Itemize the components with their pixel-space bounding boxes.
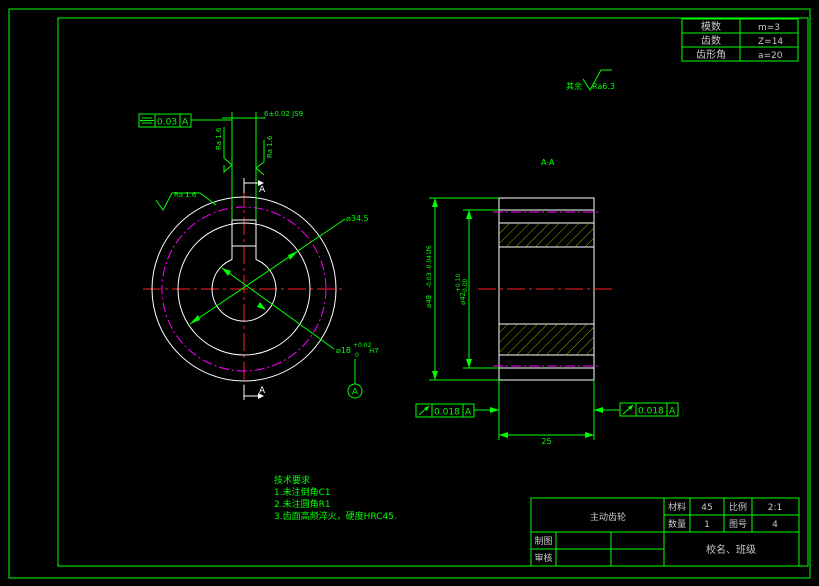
keyway-roughness-right: Ra 1.6 bbox=[255, 135, 274, 176]
inner-frame bbox=[57, 17, 809, 567]
drawing-no-label: 图号 bbox=[729, 519, 747, 530]
tech-req-item-2: 3.齿面高频淬火，硬度HRC45. bbox=[274, 510, 397, 522]
bore-tol-lower: 0 bbox=[355, 352, 359, 359]
outer-roughness: Ra 1.6 bbox=[155, 191, 217, 211]
param-label-1: 齿数 bbox=[701, 34, 721, 47]
param-value-0: m=3 bbox=[758, 23, 780, 33]
param-label-0: 模数 bbox=[701, 20, 721, 33]
section-mark-top: A bbox=[243, 178, 266, 195]
svg-text:A: A bbox=[259, 185, 266, 195]
runout-tolerance-left: 0.018 A bbox=[415, 403, 499, 418]
material-value: 45 bbox=[701, 503, 712, 513]
hatch-top bbox=[499, 223, 594, 247]
runout-tolerance-right: 0.018 A bbox=[594, 402, 679, 417]
svg-text:0.018: 0.018 bbox=[434, 408, 460, 418]
keyway bbox=[231, 219, 257, 260]
material-label: 材料 bbox=[668, 501, 686, 513]
bore-tol-upper: +0.02 bbox=[353, 342, 372, 349]
section-dia-outer: ⌀48 bbox=[425, 295, 433, 308]
outer-frame bbox=[8, 8, 811, 579]
section-label: A-A bbox=[541, 158, 555, 167]
bore-circle bbox=[211, 259, 277, 322]
svg-text:Ra 1.6: Ra 1.6 bbox=[174, 191, 197, 199]
section-dia-inner-tol-lower: 0.00 bbox=[462, 278, 469, 292]
technical-requirements: 技术要求 1.未注倒角C1 2.未注圆角R1 3.齿面高频淬火，硬度HRC45. bbox=[274, 474, 397, 522]
scale-value: 2:1 bbox=[768, 503, 782, 513]
pitch-circle bbox=[161, 206, 327, 372]
svg-text:Ra 1.6: Ra 1.6 bbox=[215, 127, 223, 150]
hub-circle bbox=[177, 222, 311, 356]
svg-text:Ra 1.6: Ra 1.6 bbox=[266, 135, 274, 158]
part-name: 主动齿轮 bbox=[590, 511, 626, 523]
keyway-dim: 6±0.02 JS9 bbox=[264, 110, 303, 118]
roughness-symbol-icon bbox=[582, 69, 612, 91]
tech-req-item-1: 2.未注圆角R1 bbox=[274, 498, 331, 510]
datum-label: A bbox=[352, 388, 359, 398]
roughness-value: Ra6.3 bbox=[592, 82, 615, 91]
param-label-2: 齿形角 bbox=[696, 49, 726, 61]
scale-label: 比例 bbox=[729, 501, 747, 513]
svg-text:A: A bbox=[669, 407, 676, 417]
section-dia-outer-tol: -0.03 -0.041f6 bbox=[426, 245, 433, 288]
section-width: 25 bbox=[541, 437, 551, 446]
param-value-2: a=20 bbox=[758, 51, 783, 61]
qty-label: 数量 bbox=[668, 518, 686, 530]
keyway-roughness-left: Ra 1.6 bbox=[215, 127, 233, 174]
tech-req-item-0: 1.未注倒角C1 bbox=[274, 486, 331, 498]
symmetry-value: 0.03 bbox=[157, 118, 177, 128]
symmetry-tolerance: 0.03 A bbox=[138, 113, 232, 128]
hatch-bottom bbox=[499, 324, 594, 355]
drawn-label: 制图 bbox=[534, 535, 552, 547]
school-class: 校名、班级 bbox=[706, 543, 756, 556]
param-value-1: Z=14 bbox=[758, 37, 783, 47]
bore-dia-label: ⌀18 bbox=[336, 346, 351, 355]
dia-outer-label: ⌀34.5 bbox=[346, 214, 369, 223]
title-block: 主动齿轮 材料 45 比例 2:1 数量 1 图号 4 制图 审核 校名、班级 bbox=[530, 497, 800, 567]
svg-text:A: A bbox=[465, 408, 472, 418]
section-view: ⌀48 -0.03 -0.041f6 ⌀42 +0.10 0.00 25 0.0… bbox=[415, 197, 679, 446]
svg-text:A: A bbox=[259, 386, 266, 396]
outer-circle bbox=[151, 196, 337, 382]
front-view: 6±0.02 JS9 0.03 A Ra 1.6 Ra 1.6 A bbox=[138, 110, 379, 400]
svg-text:0.018: 0.018 bbox=[638, 407, 664, 417]
qty-value: 1 bbox=[704, 520, 710, 530]
roughness-prefix: 其余 bbox=[566, 81, 582, 91]
section-mark-bottom: A bbox=[243, 385, 266, 400]
roughness-note: 其余 Ra6.3 bbox=[566, 69, 615, 91]
param-table: 模数 齿数 齿形角 m=3 Z=14 a=20 bbox=[681, 18, 799, 62]
tech-req-title: 技术要求 bbox=[274, 474, 310, 486]
drawing-no-value: 4 bbox=[772, 520, 778, 530]
checked-label: 审核 bbox=[534, 552, 552, 564]
section-dia-inner: ⌀42 bbox=[459, 292, 467, 305]
symmetry-datum: A bbox=[182, 118, 189, 128]
bore-fit: H7 bbox=[369, 347, 379, 355]
datum-circle-icon bbox=[347, 383, 363, 399]
section-dia-inner-tol-upper: +0.10 bbox=[455, 273, 462, 292]
